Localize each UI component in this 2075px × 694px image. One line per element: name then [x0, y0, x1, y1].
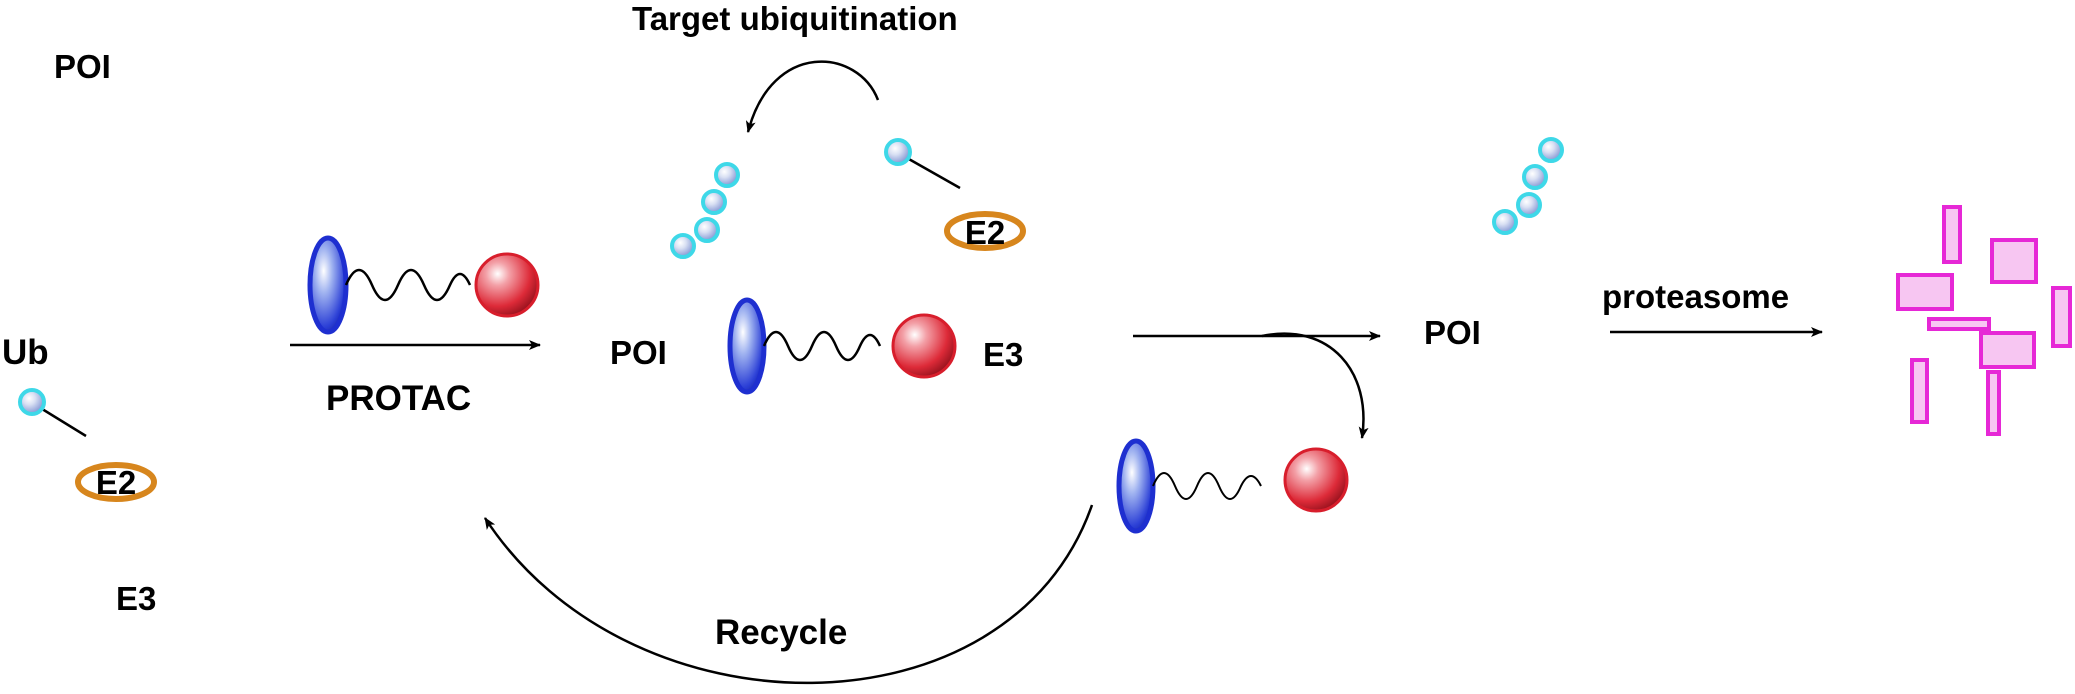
target-ubiquitination-label: Target ubiquitination [632, 0, 958, 37]
polyubiquitin-chain-icon [670, 162, 740, 259]
e2-enzyme-icon: E2 [75, 462, 157, 502]
proteasome-label: proteasome [1602, 278, 1789, 315]
protac-label: PROTAC [326, 379, 471, 418]
release-arrow [1261, 332, 1369, 439]
ubiquitin-e2-icon: E2 [884, 138, 1026, 251]
recycle-arrow [483, 504, 1094, 685]
e2-label-left: E2 [96, 464, 136, 501]
degraded-fragments-icon [1896, 205, 2072, 436]
ubiquitination-arrow [745, 60, 880, 133]
recycle-label: Recycle [715, 613, 847, 652]
poi-label-top-left: POI [54, 48, 111, 85]
protac-molecule-icon [307, 235, 540, 335]
ternary-complex-protac-icon [727, 297, 957, 395]
ubiquitin-icon [18, 388, 87, 438]
poi-label-right: POI [1424, 314, 1481, 351]
released-protac-icon [1116, 438, 1349, 534]
e3-label-left: E3 [116, 580, 156, 617]
e2-label-top: E2 [965, 214, 1005, 251]
ubiquitinated-poi-chain-icon [1492, 137, 1564, 235]
e3-label-complex: E3 [983, 336, 1023, 373]
ub-label: Ub [2, 333, 49, 372]
poi-label-complex: POI [610, 334, 667, 371]
